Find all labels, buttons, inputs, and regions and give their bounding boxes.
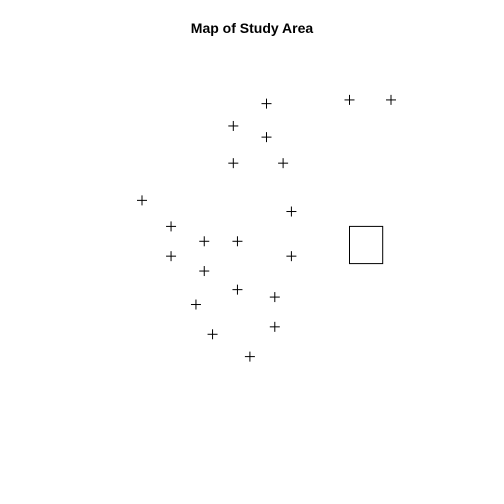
plus-marker-7 — [278, 158, 289, 169]
plus-marker-3 — [386, 94, 396, 105]
plus-marker-10 — [166, 221, 177, 232]
plus-marker-9 — [286, 206, 297, 217]
plus-marker-6 — [228, 158, 239, 169]
plus-marker-21 — [244, 351, 255, 362]
plus-marker-11 — [199, 236, 210, 247]
plus-marker-8 — [137, 195, 147, 206]
plus-marker-17 — [269, 292, 280, 303]
plus-marker-16 — [232, 284, 243, 295]
plus-marker-14 — [286, 251, 297, 262]
plus-marker-1 — [261, 98, 272, 109]
plus-marker-15 — [199, 266, 210, 277]
plus-marker-2 — [344, 94, 355, 105]
plus-marker-20 — [207, 329, 218, 340]
plus-marker-19 — [269, 321, 280, 332]
chart-title: Map of Study Area — [190, 20, 314, 36]
plus-marker-18 — [190, 299, 201, 310]
plus-marker-13 — [166, 251, 177, 262]
plus-marker-4 — [228, 120, 239, 131]
plus-marker-12 — [232, 236, 243, 247]
study-rectangle-1 — [349, 225, 384, 265]
plus-marker-5 — [261, 132, 272, 143]
